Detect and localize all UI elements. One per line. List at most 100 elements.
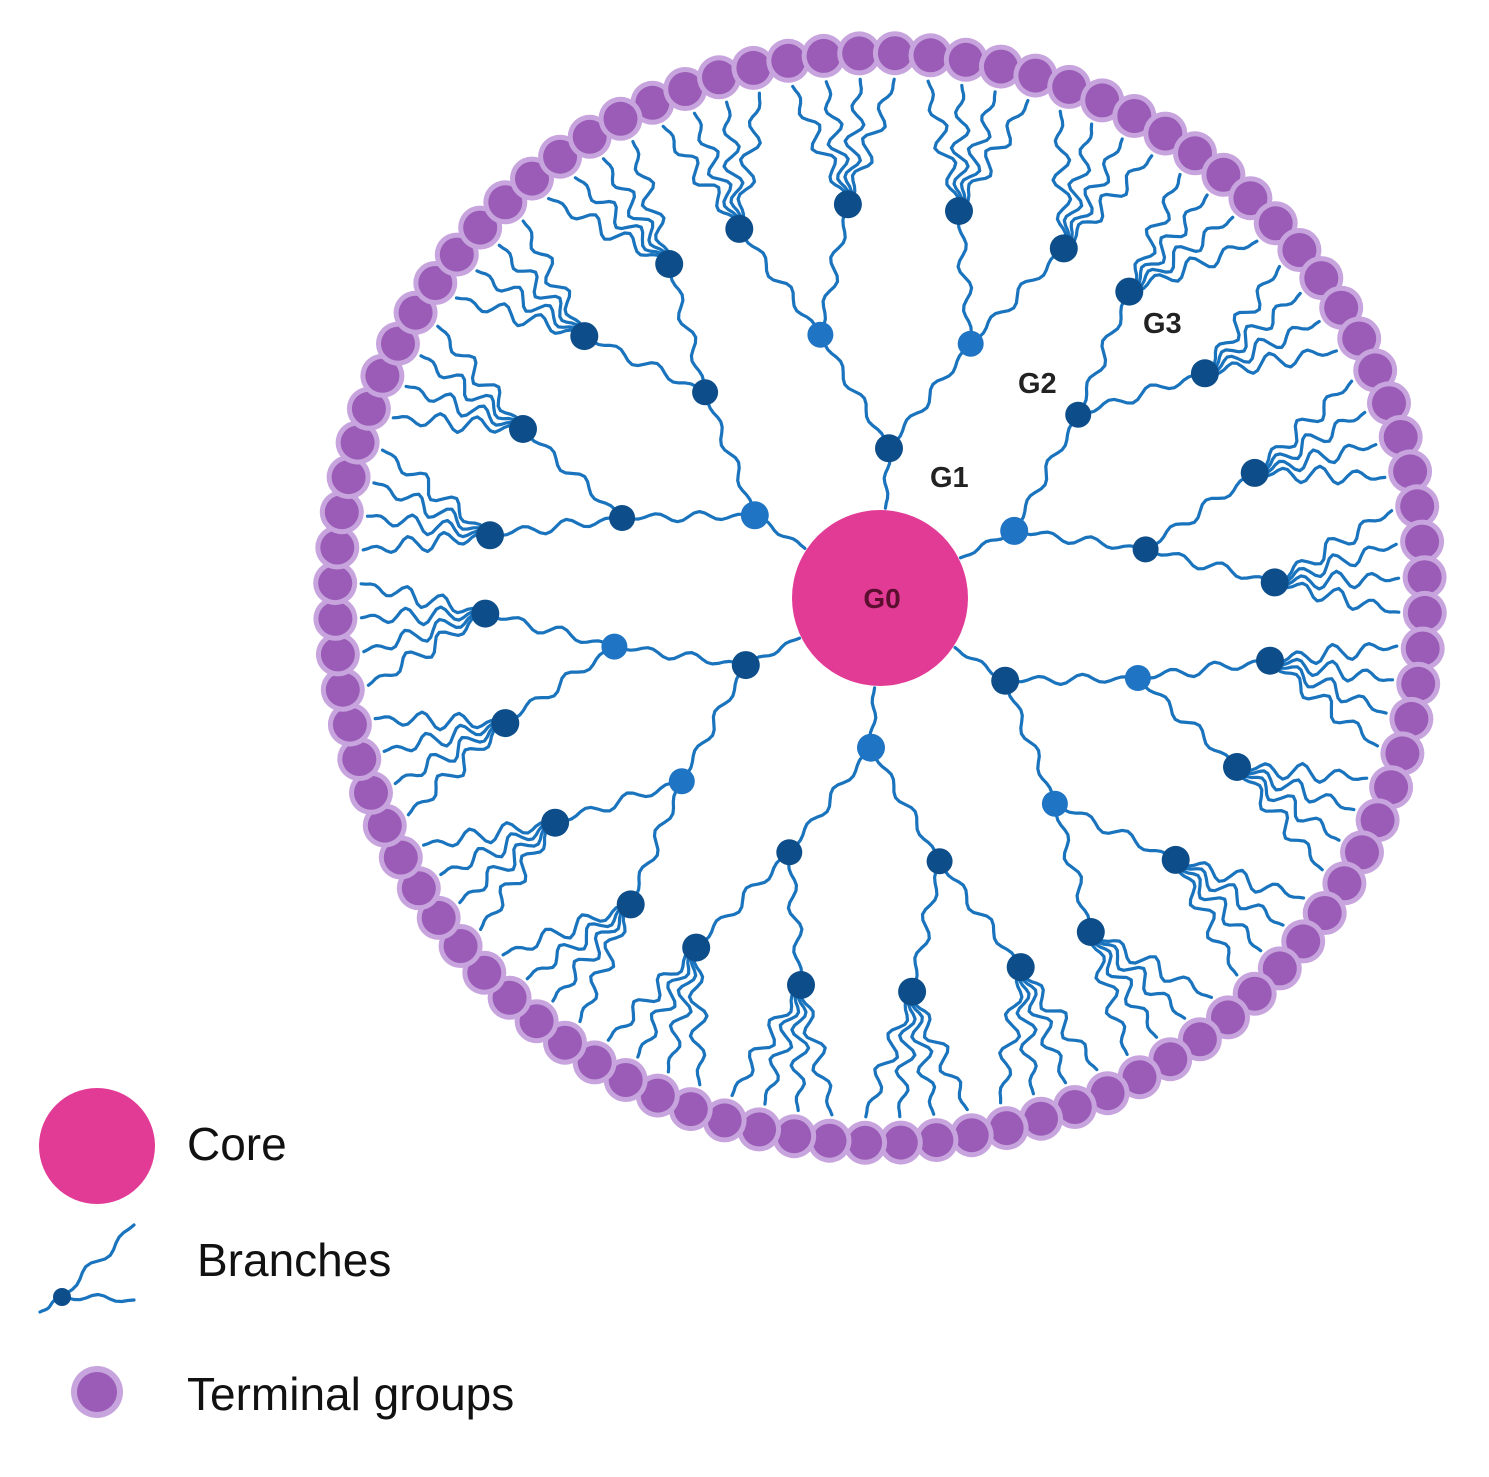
terminal-group-dot bbox=[1085, 83, 1120, 118]
terminal-group-dot bbox=[702, 60, 736, 95]
terminal-group-dot bbox=[351, 391, 386, 426]
branch-terminal bbox=[1253, 443, 1378, 475]
branch-terminal bbox=[1235, 765, 1356, 812]
legend-terminal-swatch bbox=[71, 1366, 123, 1418]
legend-branch-line bbox=[60, 1223, 136, 1299]
terminal-group-dot bbox=[954, 1118, 989, 1153]
branch-g3 bbox=[521, 427, 624, 520]
branch-terminal bbox=[843, 77, 866, 206]
branch-terminal bbox=[1203, 291, 1302, 375]
legend-branch-node bbox=[53, 1288, 71, 1306]
branch-point-g1 bbox=[731, 651, 760, 680]
branch-point-g3 bbox=[1006, 953, 1035, 982]
terminal-group bbox=[315, 632, 360, 677]
branch-terminal bbox=[910, 990, 937, 1116]
branch-terminal bbox=[1174, 858, 1263, 953]
terminal-group bbox=[327, 702, 372, 747]
legend-terminal-dot bbox=[77, 1372, 117, 1412]
branch-g3 bbox=[553, 779, 684, 825]
branch-terminal bbox=[365, 513, 492, 539]
branch-point-g2 bbox=[1124, 665, 1151, 691]
branch-point-g2 bbox=[668, 768, 695, 795]
terminal-group bbox=[1388, 449, 1433, 494]
branch-terminal bbox=[1015, 965, 1038, 1096]
branch-g3 bbox=[1076, 371, 1207, 417]
terminal-group-dot bbox=[1342, 321, 1377, 356]
terminal-group bbox=[984, 1106, 1029, 1151]
branch-terminal bbox=[525, 902, 633, 981]
branch-terminal bbox=[823, 80, 850, 206]
branch-terminal bbox=[551, 902, 633, 1003]
terminal-group bbox=[737, 1107, 782, 1152]
branch-terminal bbox=[1235, 762, 1369, 784]
terminal-group-dot bbox=[1233, 181, 1268, 216]
terminal-group bbox=[1395, 484, 1440, 529]
branch-point-g3 bbox=[898, 977, 927, 1006]
branch-point-g3 bbox=[787, 971, 815, 999]
branch-terminal bbox=[1253, 379, 1354, 475]
terminal-group bbox=[807, 1118, 852, 1163]
terminal-group bbox=[843, 1120, 888, 1165]
branch-g2 bbox=[1012, 529, 1148, 551]
terminal-group-dot bbox=[367, 808, 402, 843]
terminal-group bbox=[837, 31, 882, 76]
core-g0 bbox=[792, 510, 968, 686]
terminal-group-dot bbox=[640, 1078, 675, 1113]
terminal-group-dot bbox=[1385, 736, 1420, 771]
branch-terminal bbox=[1268, 657, 1395, 683]
terminal-groups bbox=[313, 31, 1447, 1165]
branch-terminal bbox=[910, 990, 969, 1112]
branch-terminal bbox=[1089, 930, 1159, 1039]
branch-terminal bbox=[1089, 930, 1213, 999]
branch-terminal bbox=[799, 983, 834, 1117]
terminal-group-dot bbox=[1400, 489, 1435, 524]
terminal-group-dot bbox=[519, 1004, 554, 1039]
branch-terminal bbox=[949, 83, 971, 213]
branch-terminal bbox=[1273, 542, 1398, 584]
terminal-group-dot bbox=[1153, 1042, 1188, 1077]
terminal-group-dot bbox=[1358, 353, 1393, 388]
terminal-group bbox=[598, 96, 643, 141]
terminal-group-dot bbox=[742, 1112, 777, 1147]
terminal-group-dot bbox=[1401, 666, 1436, 701]
branch-terminal bbox=[1203, 265, 1281, 375]
terminal-group-dot bbox=[318, 566, 353, 601]
terminal-group bbox=[1400, 626, 1445, 671]
terminal-group bbox=[1389, 696, 1434, 741]
terminal-group-dot bbox=[1374, 770, 1409, 805]
branch-g2 bbox=[818, 333, 891, 450]
terminal-group-dot bbox=[1122, 1060, 1157, 1095]
terminal-group-dot bbox=[1286, 924, 1321, 959]
terminal-group bbox=[1047, 64, 1092, 109]
branch-terminal bbox=[636, 946, 698, 1059]
branch-terminal bbox=[1089, 930, 1187, 1020]
branch-g2 bbox=[612, 645, 748, 667]
branch-terminal bbox=[382, 721, 507, 753]
branch-point-g3 bbox=[655, 250, 684, 278]
branch-terminal bbox=[692, 111, 741, 231]
branch-g2 bbox=[869, 746, 942, 863]
core-label: G0 bbox=[863, 583, 900, 614]
terminal-group-dot bbox=[492, 980, 527, 1015]
terminal-group bbox=[949, 1113, 994, 1158]
terminal-group-dot bbox=[603, 101, 638, 136]
terminal-group-dot bbox=[398, 295, 433, 330]
branch-g3 bbox=[786, 850, 804, 987]
branch-g3 bbox=[737, 227, 822, 337]
branch-g2 bbox=[1012, 413, 1080, 533]
terminal-group-dot bbox=[673, 1092, 708, 1127]
terminal-group bbox=[335, 420, 380, 465]
terminal-group bbox=[978, 44, 1023, 89]
terminal-group bbox=[801, 33, 846, 78]
terminal-group-dot bbox=[736, 50, 771, 85]
branch-terminal bbox=[687, 946, 709, 1087]
branch-g2 bbox=[703, 390, 757, 517]
terminal-group-dot bbox=[883, 1125, 918, 1160]
terminal-group bbox=[731, 45, 776, 90]
terminal-group bbox=[1396, 661, 1441, 706]
branch-terminal bbox=[406, 721, 507, 817]
terminal-group-dot bbox=[381, 326, 415, 361]
branch-point-g2 bbox=[692, 379, 719, 406]
branch-terminal bbox=[373, 710, 507, 732]
branch-point-g2 bbox=[609, 505, 636, 531]
